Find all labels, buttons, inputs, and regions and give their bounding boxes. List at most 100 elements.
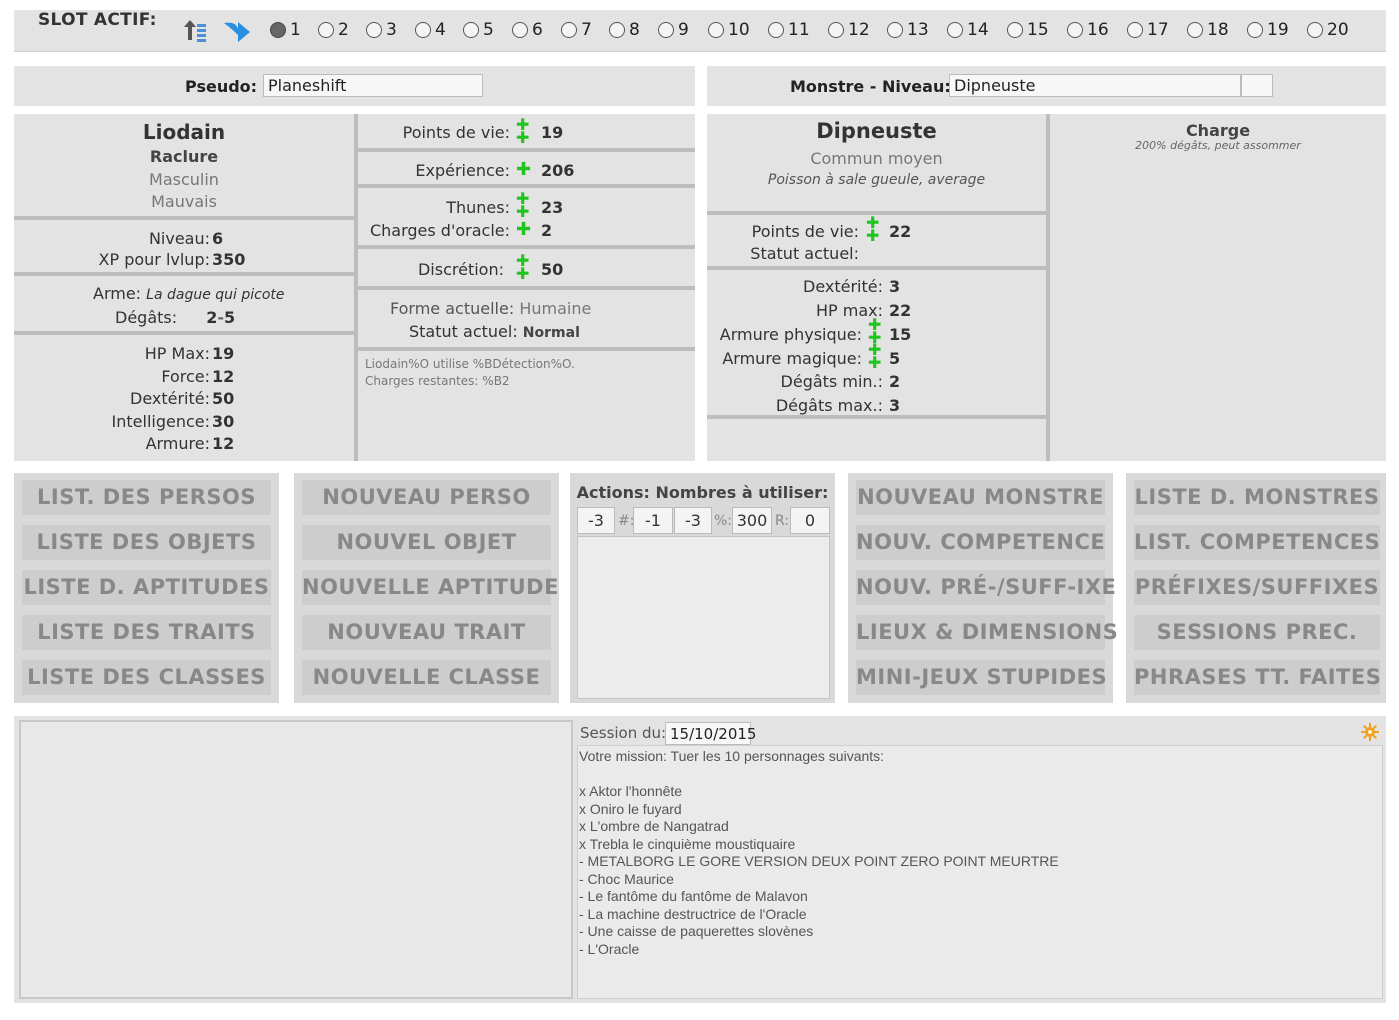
radio-circle[interactable] (828, 22, 844, 38)
player-class: Raclure (149, 147, 219, 166)
xp-value: 350 (212, 250, 246, 269)
radio-circle[interactable] (318, 22, 334, 38)
slot-radio-20[interactable]: 20 (1307, 20, 1349, 40)
slot-number: 15 (1027, 20, 1049, 40)
menu-button-lieux-dimensions[interactable]: LIEUX & DIMENSIONS (856, 615, 1118, 650)
action-number-4[interactable]: 300 (732, 507, 772, 534)
stealth-plus-icon[interactable]: ✚✚ (516, 251, 530, 283)
stealth-label: Discrétion: (417, 260, 504, 279)
slot-radio-4[interactable]: 4 (415, 20, 446, 40)
radio-circle[interactable] (708, 22, 724, 38)
slot-number: 14 (967, 20, 989, 40)
menu-button-nouvelle-aptitude[interactable]: NOUVELLE APTITUDE (302, 570, 558, 605)
monster-name: Dipneuste (816, 119, 937, 143)
radio-circle[interactable] (1127, 22, 1143, 38)
menu-button-nouvel-objet[interactable]: NOUVEL OBJET (302, 525, 551, 560)
money-plus-icon[interactable]: ✚✚ (516, 189, 530, 221)
session-date-input[interactable]: 15/10/2015 (665, 722, 756, 745)
radio-circle[interactable] (1307, 22, 1323, 38)
menu-button-list-competences[interactable]: LIST. COMPETENCES (1134, 525, 1380, 560)
menu-button-liste-des-classes[interactable]: LISTE DES CLASSES (22, 660, 271, 695)
menu-button-mini-jeux-stupides[interactable]: MINI-JEUX STUPIDES (856, 660, 1107, 695)
damage-row: Dégâts: 2-5 (115, 308, 235, 327)
slot-radio-16[interactable]: 16 (1067, 20, 1109, 40)
slot-radio-5[interactable]: 5 (463, 20, 494, 40)
menu-button-nouveau-perso[interactable]: NOUVEAU PERSO (302, 480, 551, 515)
slot-radio-3[interactable]: 3 (366, 20, 397, 40)
menu-button-nouveau-trait[interactable]: NOUVEAU TRAIT (302, 615, 551, 650)
radio-circle[interactable] (609, 22, 625, 38)
radio-circle[interactable] (1067, 22, 1083, 38)
radio-circle[interactable] (1007, 22, 1023, 38)
radio-circle[interactable] (366, 22, 382, 38)
radio-circle[interactable] (658, 22, 674, 38)
menu-button-liste-d-monstres[interactable]: LISTE D. MONSTRES (1134, 480, 1380, 515)
radio-circle[interactable] (463, 22, 479, 38)
menu-button-phrases-tt-faites[interactable]: PHRASES TT. FAITES (1134, 660, 1381, 695)
pseudo-input[interactable]: Planeshift (263, 74, 483, 97)
slot-number: 6 (532, 20, 543, 40)
oracle-plus-icon[interactable]: ✚ (516, 219, 532, 240)
slot-radio-11[interactable]: 11 (768, 20, 810, 40)
hp-plus-icon[interactable]: ✚✚ (516, 115, 530, 147)
radio-circle[interactable] (1187, 22, 1203, 38)
radio-circle[interactable] (1247, 22, 1263, 38)
slot-radio-13[interactable]: 13 (887, 20, 929, 40)
radio-circle[interactable] (512, 22, 528, 38)
menu-button-pr-fixes-suffixes[interactable]: PRÉFIXES/SUFFIXES (1134, 570, 1380, 605)
slot-radio-14[interactable]: 14 (947, 20, 989, 40)
slot-radio-8[interactable]: 8 (609, 20, 640, 40)
slot-radio-10[interactable]: 10 (708, 20, 750, 40)
monster-phys-plus-icon[interactable]: ✚✚ (868, 315, 882, 347)
gear-icon[interactable] (1360, 722, 1380, 742)
menu-button-nouv-competence[interactable]: NOUV. COMPETENCE (856, 525, 1105, 560)
monster-dmgmin-value: 2 (889, 372, 901, 391)
slot-radio-2[interactable]: 2 (318, 20, 349, 40)
player-name: Liodain (142, 120, 226, 144)
monster-hp-plus-icon[interactable]: ✚✚ (866, 213, 880, 245)
slot-radio-12[interactable]: 12 (828, 20, 870, 40)
monster-dmgmax-value: 3 (889, 396, 901, 415)
radio-circle[interactable] (768, 22, 784, 38)
radio-circle[interactable] (947, 22, 963, 38)
int-label: Intelligence: (111, 412, 210, 431)
menu-button-nouv-pr-suff-ixe[interactable]: NOUV. PRÉ-/SUFF-IXE (856, 570, 1116, 605)
monster-input[interactable]: Dipneuste (949, 74, 1241, 97)
arrow-right-icon[interactable] (222, 17, 252, 45)
monster-label: Monstre - Niveau: (790, 77, 951, 96)
session-left-textarea[interactable] (19, 720, 573, 999)
exp-plus-icon[interactable]: ✚ (516, 159, 532, 180)
action-number-5[interactable]: 0 (790, 507, 830, 534)
sort-up-icon[interactable] (182, 18, 208, 44)
monster-level-input[interactable] (1241, 74, 1273, 97)
menu-button-liste-d-aptitudes[interactable]: LISTE D. APTITUDES (22, 570, 271, 605)
menu-button-nouveau-monstre[interactable]: NOUVEAU MONSTRE (856, 480, 1105, 515)
slot-radio-7[interactable]: 7 (561, 20, 592, 40)
monster-mag-plus-icon[interactable]: ✚✚ (868, 340, 882, 372)
actions-output[interactable] (577, 536, 830, 699)
menu-button-sessions-prec[interactable]: SESSIONS PREC. (1134, 615, 1380, 650)
action-number-3[interactable]: -3 (674, 507, 712, 534)
slot-radio-18[interactable]: 18 (1187, 20, 1229, 40)
radio-circle[interactable] (415, 22, 431, 38)
slot-radio-15[interactable]: 15 (1007, 20, 1049, 40)
strength-label: Force: (161, 367, 210, 386)
session-note-line: x Trebla le cinquième moustiquaire (579, 835, 796, 852)
slot-radio-9[interactable]: 9 (658, 20, 689, 40)
radio-circle[interactable] (561, 22, 577, 38)
menu-button-nouvelle-classe[interactable]: NOUVELLE CLASSE (302, 660, 551, 695)
slot-radio-6[interactable]: 6 (512, 20, 543, 40)
action-number-2[interactable]: -1 (633, 507, 673, 534)
menu-button-liste-des-traits[interactable]: LISTE DES TRAITS (22, 615, 271, 650)
radio-circle[interactable] (270, 22, 286, 38)
slot-radio-17[interactable]: 17 (1127, 20, 1169, 40)
slot-radio-19[interactable]: 19 (1247, 20, 1289, 40)
session-notes[interactable]: Votre mission: Tuer les 10 personnages s… (577, 745, 1383, 999)
menu-button-liste-des-objets[interactable]: LISTE DES OBJETS (22, 525, 271, 560)
monster-dmgmin-label: Dégâts min.: (780, 372, 883, 391)
radio-circle[interactable] (887, 22, 903, 38)
action-number-1[interactable]: -3 (577, 507, 615, 534)
player-gender: Masculin (149, 170, 219, 189)
slot-radio-1[interactable]: 1 (270, 20, 301, 40)
menu-button-list-des-persos[interactable]: LIST. DES PERSOS (22, 480, 271, 515)
